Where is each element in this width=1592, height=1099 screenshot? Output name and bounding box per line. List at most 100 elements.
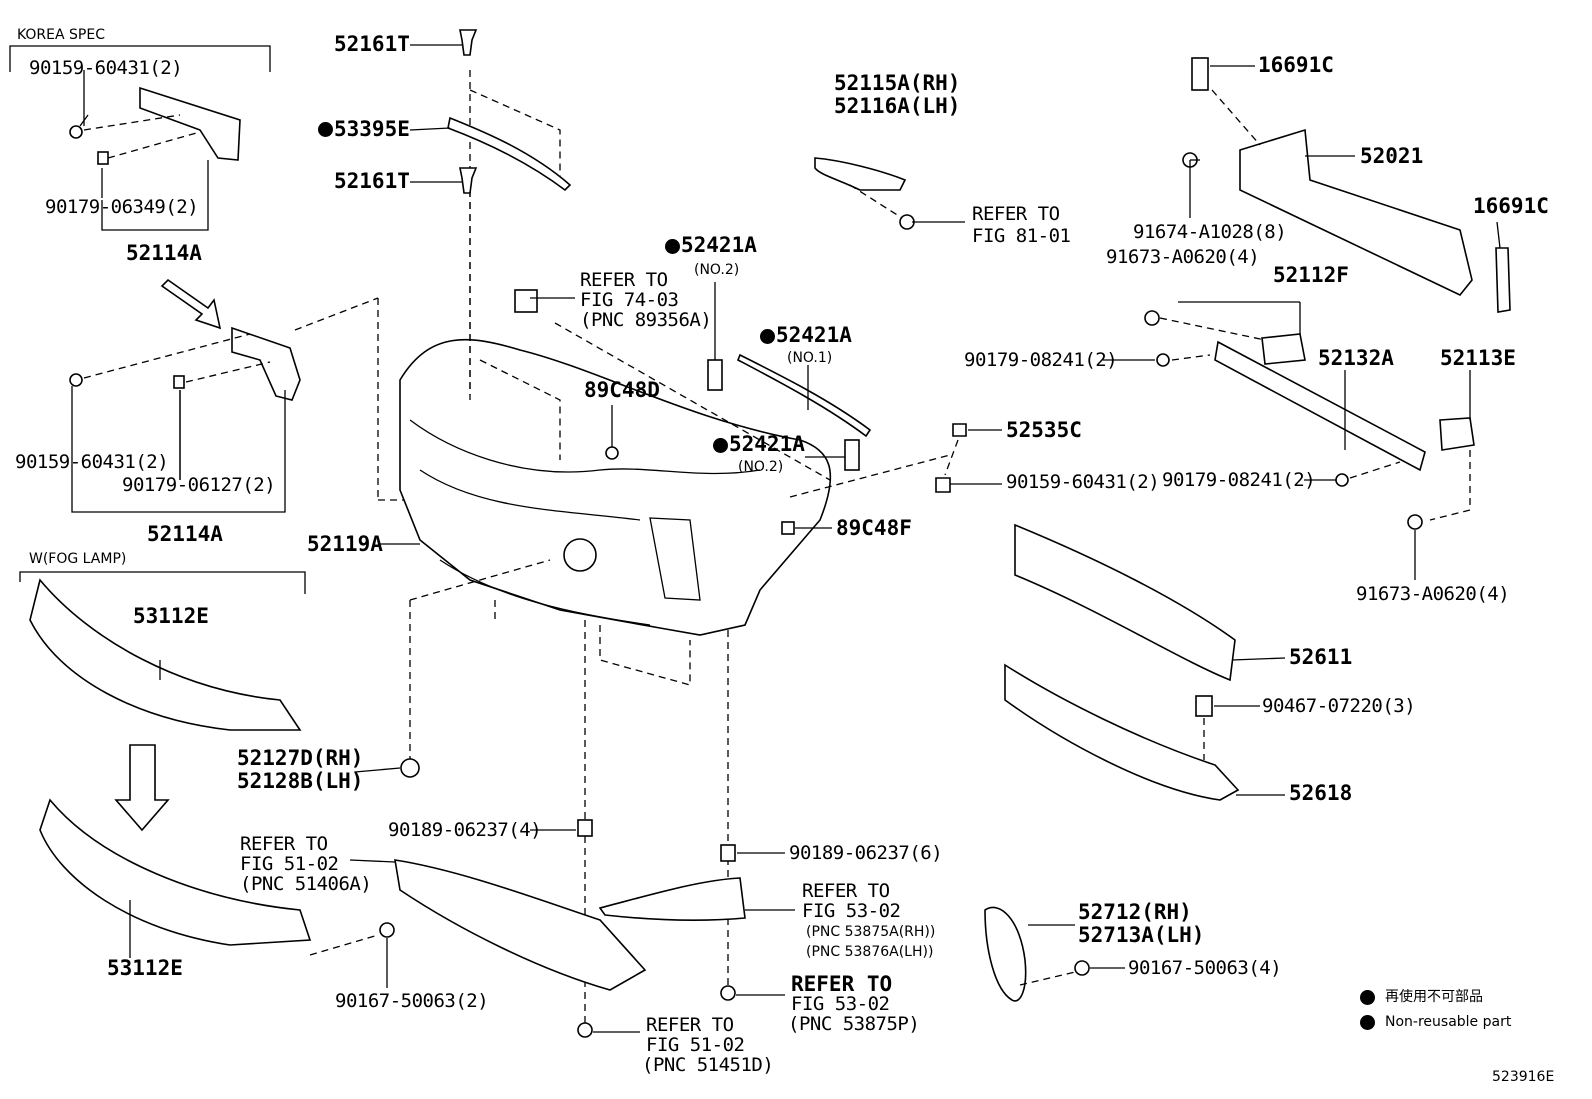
callout-52127d: 52127D(RH) <box>237 746 364 770</box>
callout-52421a-no2-top: 52421A <box>681 233 757 257</box>
non-reusable-marker <box>713 438 728 453</box>
callout-90159-korea: 90159-60431(2) <box>29 57 183 79</box>
callout-52535c: 52535C <box>1006 418 1082 442</box>
callout-16691c-right: 16691C <box>1473 194 1549 218</box>
clip-90189-6 <box>720 844 736 862</box>
refer-fig-53a-line2: FIG 53-02 <box>802 900 901 922</box>
seal-53395e <box>447 116 572 192</box>
nut-90179-a <box>1156 353 1170 367</box>
korea-spec-bracket <box>9 45 271 72</box>
bolt-91673-a <box>1144 310 1160 326</box>
clip-90467 <box>1195 695 1213 717</box>
callout-53112e-a: 53112E <box>133 604 209 628</box>
non-reusable-marker <box>318 122 333 137</box>
group-title-korea-spec: KOREA SPEC <box>17 27 105 43</box>
screw-90167-b <box>379 922 395 938</box>
screw-90159-c <box>935 477 951 493</box>
refer-fig-53a-line3: (PNC 53875A(RH)) <box>806 924 936 940</box>
bumper-cover <box>399 338 832 636</box>
refer-fig-51a-line1: REFER TO <box>240 833 328 855</box>
fog-lamp-bracket <box>19 571 306 594</box>
callout-52114a-top: 52114A <box>126 241 202 265</box>
side-retainer <box>814 157 907 191</box>
callout-89c48f: 89C48F <box>836 516 912 540</box>
tow-cover-52127d <box>400 758 420 778</box>
callout-52119a: 52119A <box>307 532 383 556</box>
legend-dot <box>1360 990 1375 1005</box>
license-bracket-korea <box>139 86 241 161</box>
callout-52161t-mid: 52161T <box>334 169 410 193</box>
nut-90179-b <box>1335 473 1349 487</box>
bolt-korea <box>69 125 83 139</box>
refer-fig-81-line1: REFER TO <box>972 203 1060 225</box>
callout-90467: 90467-07220(3) <box>1262 695 1416 717</box>
callout-53395e: 53395E <box>334 117 410 141</box>
legend-dot <box>1360 1015 1375 1030</box>
refer-fig-53b-line2: FIG 53-02 <box>791 993 890 1015</box>
refer-fig-51b-line2: FIG 51-02 <box>646 1034 745 1056</box>
pad-52421a-no1 <box>736 353 872 438</box>
group-title-fog-lamp: W(FOG LAMP) <box>29 551 127 567</box>
callout-91673-a: 91673-A0620(4) <box>1106 246 1260 268</box>
down-arrow <box>114 744 170 832</box>
clip-52161t-mid <box>459 167 478 194</box>
bracket-52113e <box>1439 417 1475 451</box>
screw-53875p <box>720 985 736 1001</box>
refer-fig-53a-line1: REFER TO <box>802 880 890 902</box>
side-undercover <box>598 877 746 921</box>
callout-16691c-top: 16691C <box>1258 53 1334 77</box>
callout-53112e-b: 53112E <box>107 956 183 980</box>
callout-90179-08241-a: 90179-08241(2) <box>964 349 1118 371</box>
callout-52112f: 52112F <box>1273 263 1349 287</box>
callout-52611: 52611 <box>1289 645 1353 669</box>
grille-53112e-bottom <box>39 798 312 946</box>
callout-52115a: 52115A(RH) <box>834 71 961 95</box>
reinforcement-52021 <box>1239 128 1473 296</box>
energy-absorber-52611 <box>1014 523 1236 682</box>
absorber-52132a <box>1214 340 1426 472</box>
bolt-91673-b <box>1407 514 1423 530</box>
callout-91674: 91674-A1028(8) <box>1133 221 1287 243</box>
spacer-16691c-right <box>1495 247 1511 313</box>
lower-absorber-52618 <box>1004 663 1240 801</box>
callout-52421a-no1: 52421A <box>776 323 852 347</box>
tow-hook-hole <box>563 538 597 572</box>
bolt-bracket <box>69 373 83 387</box>
pad-52421a-no2-bot <box>844 439 860 471</box>
note-no2-a: (NO.2) <box>694 262 740 278</box>
callout-52712: 52712(RH) <box>1078 900 1192 924</box>
callout-91673-b: 91673-A0620(4) <box>1356 583 1510 605</box>
clip-90189-4 <box>577 819 593 837</box>
legend-en: Non-reusable part <box>1385 1014 1512 1030</box>
callout-52113e: 52113E <box>1440 346 1516 370</box>
refer-fig-51a-line2: FIG 51-02 <box>240 853 339 875</box>
refer-fig-81-line2: FIG 81-01 <box>972 225 1071 247</box>
non-reusable-marker <box>760 329 775 344</box>
figure-id: 523916E <box>1492 1069 1555 1085</box>
refer-fig-74-line3: (PNC 89356A) <box>580 309 712 331</box>
callout-52116a: 52116A(LH) <box>834 94 961 118</box>
fog-lamp-cover <box>984 906 1027 1002</box>
callout-90189-4: 90189-06237(4) <box>388 819 542 841</box>
note-no2-b: (NO.2) <box>738 459 784 475</box>
license-bracket <box>231 326 301 401</box>
callout-52618: 52618 <box>1289 781 1353 805</box>
callout-52713a: 52713A(LH) <box>1078 923 1205 947</box>
pad-52421a-no2-top <box>707 359 723 391</box>
plate-89356a <box>514 289 538 313</box>
refer-fig-53b-line3: (PNC 53875P) <box>788 1013 920 1035</box>
callout-90159-b: 90159-60431(2) <box>15 451 169 473</box>
callout-90159-c: 90159-60431(2) <box>1006 471 1160 493</box>
clip-52161t-top <box>459 29 478 56</box>
screw-90167-a <box>1074 960 1090 976</box>
refer-fig-74-line1: REFER TO <box>580 269 668 291</box>
callout-52161t-top: 52161T <box>334 32 410 56</box>
callout-52114a-bot: 52114A <box>147 522 223 546</box>
refer-fig-53b-line1: REFER TO <box>791 972 893 996</box>
bracket-52112f <box>1261 333 1306 365</box>
screw-51451d <box>577 1022 593 1038</box>
non-reusable-marker <box>665 239 680 254</box>
callout-90179-06349: 90179-06349(2) <box>45 196 199 218</box>
